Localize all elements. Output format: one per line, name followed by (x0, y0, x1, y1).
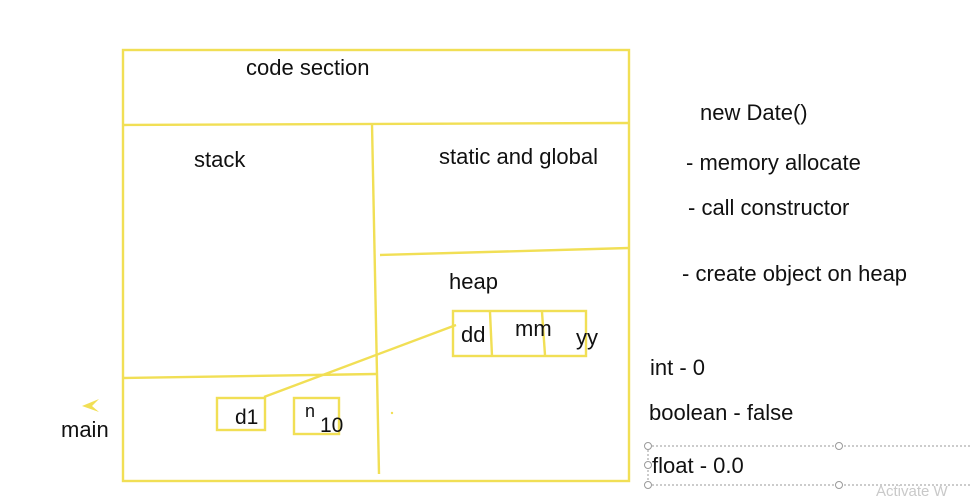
heap-object-box (451, 309, 588, 358)
code-section-label: code section (246, 55, 370, 80)
memory-outer-box (121, 48, 631, 483)
default-boolean: boolean - false (649, 400, 793, 425)
note-step-1: - memory allocate (686, 150, 861, 175)
default-float: float - 0.0 (652, 453, 744, 478)
main-arrow-icon (82, 399, 99, 412)
note-step-3: - create object on heap (682, 261, 907, 286)
n-name: n (305, 401, 315, 421)
heap-field-divider-2 (540, 311, 547, 356)
activate-watermark: Activate W (876, 483, 949, 496)
static-heap-divider (379, 246, 630, 257)
reference-line (263, 323, 457, 399)
n-box (292, 396, 341, 436)
main-label: main (61, 417, 109, 442)
n-value: 10 (320, 414, 343, 437)
note-step-2: - call constructor (688, 195, 849, 220)
static-global-label: static and global (439, 144, 598, 169)
heap-label: heap (449, 269, 498, 294)
selection-handle-ml[interactable] (644, 461, 652, 469)
selection-handle-bl[interactable] (644, 481, 652, 489)
stack-divider (370, 123, 381, 475)
d1-label: d1 (235, 406, 258, 429)
notes-title: new Date() (700, 100, 808, 125)
heap-field-divider-1 (488, 311, 494, 357)
float-selection-box[interactable] (644, 442, 972, 489)
code-section-divider (122, 121, 630, 127)
stack-var-d1: d1 (215, 396, 267, 432)
stack-var-n: n 10 (292, 396, 343, 437)
default-int: int - 0 (650, 355, 705, 380)
selection-handle-bm[interactable] (835, 481, 843, 489)
selection-handle-tm[interactable] (835, 442, 843, 450)
heap-field-mm: mm (515, 316, 552, 341)
stray-mark (390, 411, 394, 415)
main-frame-divider (122, 372, 377, 380)
d1-box (215, 396, 267, 432)
heap-field-yy: yy (576, 325, 598, 350)
stack-label: stack (194, 147, 246, 172)
heap-date-object: dd mm yy (451, 309, 598, 358)
selection-handle-tl[interactable] (644, 442, 652, 450)
heap-field-dd: dd (461, 322, 485, 347)
